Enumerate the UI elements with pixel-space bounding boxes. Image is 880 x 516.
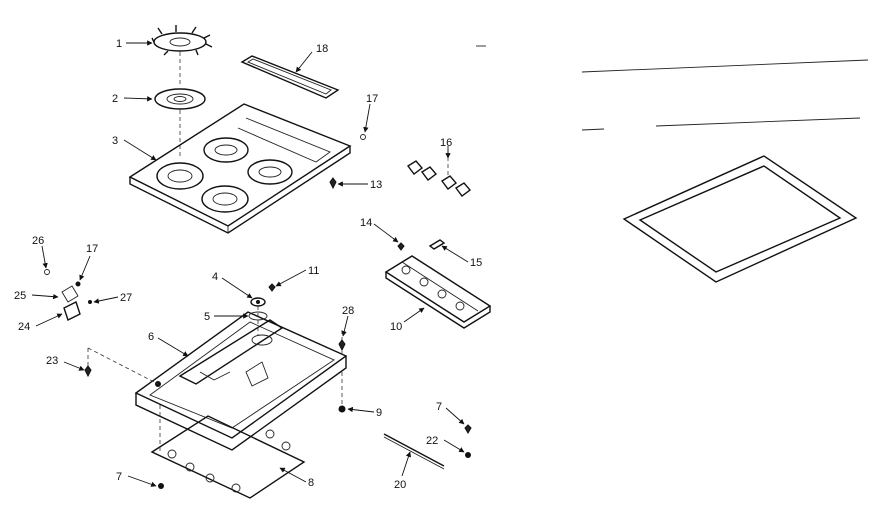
callout-17-top: 17 [366, 93, 378, 105]
callout-20: 20 [394, 479, 406, 491]
screw-part-11 [268, 283, 276, 292]
callout-17-left: 17 [86, 243, 98, 255]
screw-part-13 [329, 177, 337, 190]
screw-part-14 [397, 242, 405, 251]
burner-ring-part-2 [154, 88, 206, 110]
callout-6: 6 [148, 331, 154, 343]
callout-1: 1 [116, 38, 122, 50]
callout-14: 14 [360, 217, 372, 229]
callout-18: 18 [316, 43, 328, 55]
leader-lines [31, 40, 469, 487]
callout-9: 9 [376, 407, 382, 419]
igniter-assembly-part-24 [44, 269, 92, 321]
callout-22: 22 [426, 435, 438, 447]
vent-trim-part-18 [240, 55, 340, 99]
rod-part-20 [383, 433, 445, 470]
screw-part-7-bottom [158, 483, 164, 489]
callout-27: 27 [120, 292, 132, 304]
callout-26: 26 [32, 235, 44, 247]
bottom-plate-part-8 [150, 415, 306, 499]
callout-13: 13 [370, 179, 382, 191]
screw-part-7-right [464, 424, 472, 434]
panel-edge-lines [476, 45, 869, 131]
nut-part-9 [338, 405, 346, 413]
callout-4: 4 [212, 271, 218, 283]
callout-16: 16 [440, 137, 452, 149]
callout-7-right: 7 [436, 401, 442, 413]
callout-8: 8 [308, 477, 314, 489]
screw-part-28 [338, 339, 346, 352]
callout-23: 23 [46, 355, 58, 367]
callout-15: 15 [470, 257, 482, 269]
callout-3: 3 [112, 135, 118, 147]
callout-24: 24 [18, 321, 30, 333]
callout-10: 10 [390, 321, 402, 333]
control-knobs-part-16 [406, 150, 472, 197]
burner-box-part-6 [134, 311, 348, 451]
guide-line [87, 347, 159, 385]
callout-11: 11 [308, 265, 319, 277]
glass-panel [622, 155, 858, 283]
callout-25: 25 [14, 290, 26, 302]
control-bracket-part-10 [384, 255, 492, 329]
callout-2: 2 [112, 93, 118, 105]
callout-labels: 1 2 3 18 17 13 16 14 15 10 4 11 5 6 28 9… [14, 38, 482, 491]
callout-5: 5 [204, 311, 210, 323]
clip-part-15 [428, 239, 446, 250]
screw-part-22 [465, 452, 471, 458]
callout-7-bottom: 7 [116, 471, 122, 483]
orifice-part-4 [250, 297, 266, 307]
screw-part-23 [84, 365, 92, 378]
burner-cap-part-1 [151, 25, 213, 56]
cooktop-part-3 [128, 103, 352, 234]
callout-28: 28 [342, 305, 354, 317]
screw-part-17-top [360, 134, 366, 140]
